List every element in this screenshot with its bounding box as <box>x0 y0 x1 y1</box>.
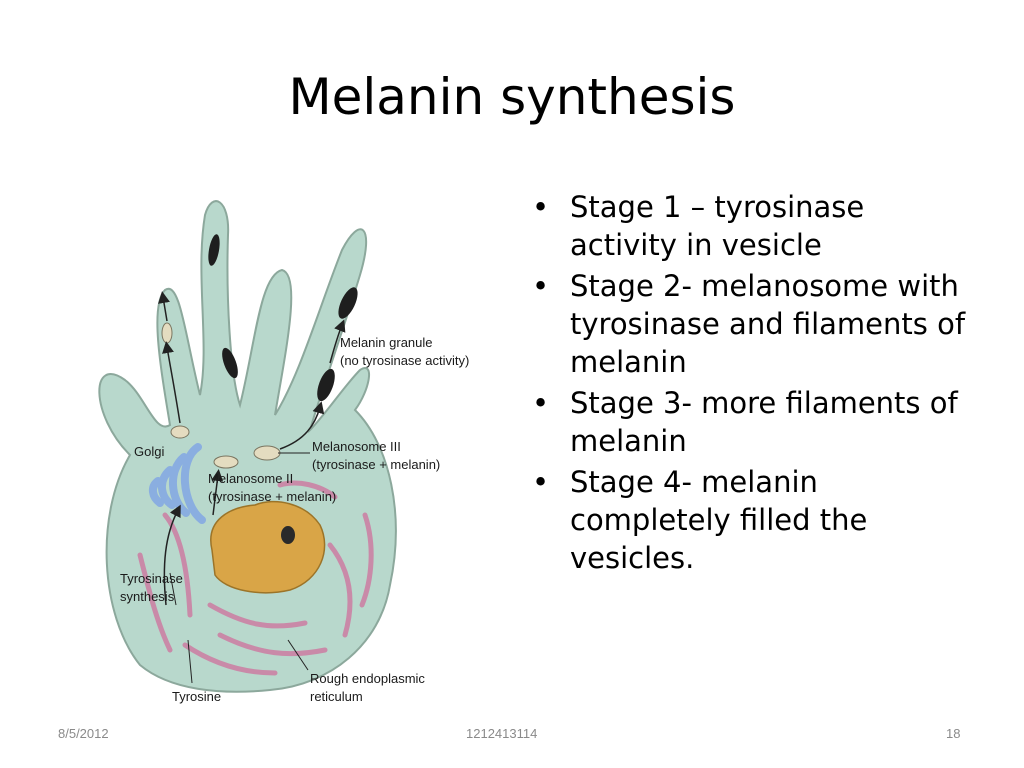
vesicle-2 <box>170 425 190 439</box>
label-melanosome-ii: Melanosome II <box>208 471 293 486</box>
label-rough-er-2: reticulum <box>310 689 363 704</box>
label-tyrosine: Tyrosine <box>172 689 221 704</box>
bullet-dot: • <box>532 269 550 303</box>
footer-date: 8/5/2012 <box>58 726 109 741</box>
bullet-stage-4: • Stage 4- melanin completely filled the … <box>530 463 970 577</box>
footer-id: 1212413114 <box>466 726 538 741</box>
golgi-apparatus <box>149 443 206 524</box>
label-melanosome-iii-note: (tyrosinase + melanin) <box>312 457 440 472</box>
bullet-text: Stage 2- melanosome with tyrosinase and … <box>570 269 966 379</box>
vesicle-4 <box>253 445 281 461</box>
melanin-granule-4 <box>317 368 335 402</box>
slide-title: Melanin synthesis <box>288 68 736 126</box>
label-tyrosinase-synthesis: synthesis <box>120 589 175 604</box>
melanocyte-cell <box>98 200 397 693</box>
footer-page-number: 18 <box>946 726 961 741</box>
melanin-granule-1 <box>208 234 220 266</box>
label-melanin-granule: Melanin granule <box>340 335 433 350</box>
melanocyte-diagram: Melanin granule (no tyrosinase activity)… <box>98 200 469 704</box>
leader-lines <box>169 452 310 684</box>
nucleolus <box>281 526 295 544</box>
vesicle-1 <box>161 322 173 344</box>
bullet-stage-1: • Stage 1 – tyrosinase activity in vesicl… <box>530 188 970 264</box>
rough-er <box>137 480 374 676</box>
bullet-dot: • <box>532 386 550 420</box>
label-melanosome-iii: Melanosome III <box>312 439 401 454</box>
bullet-stage-2: • Stage 2- melanosome with tyrosinase and… <box>530 267 970 381</box>
pathway-arrows <box>158 291 346 606</box>
melanin-granule-3 <box>222 347 238 379</box>
nucleus <box>210 500 326 594</box>
label-melanin-granule-note: (no tyrosinase activity) <box>340 353 469 368</box>
bullet-dot: • <box>532 190 550 224</box>
vesicle-3 <box>213 455 239 469</box>
bullet-stage-3: • Stage 3- more filaments of melanin <box>530 384 970 460</box>
label-golgi: Golgi <box>134 444 164 459</box>
stage-bullet-list: • Stage 1 – tyrosinase activity in vesicl… <box>530 188 970 580</box>
label-melanosome-ii-note: (tyrosinase + melanin) <box>208 489 336 504</box>
melanin-granule-2 <box>338 287 358 319</box>
bullet-text: Stage 4- melanin completely filled the v… <box>570 465 868 575</box>
label-tyrosinase: Tyrosinase <box>120 571 183 586</box>
bullet-text: Stage 3- more filaments of melanin <box>570 386 958 458</box>
label-rough-er: Rough endoplasmic <box>310 671 425 686</box>
bullet-text: Stage 1 – tyrosinase activity in vesicle <box>570 190 865 262</box>
bullet-dot: • <box>532 465 550 499</box>
